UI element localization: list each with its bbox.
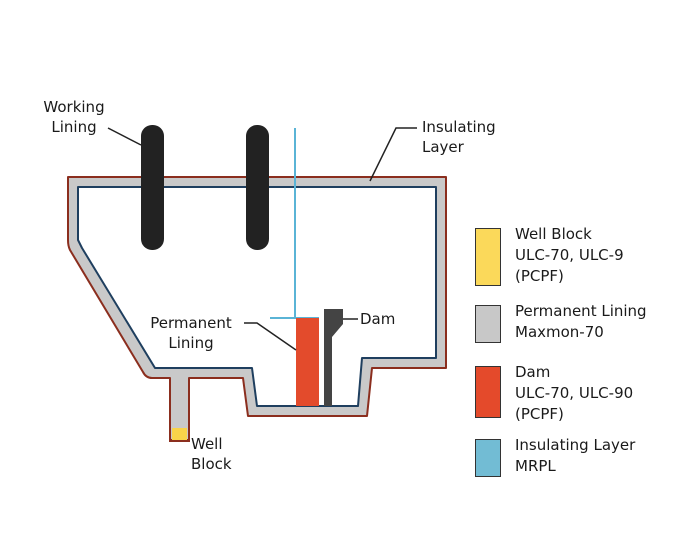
working-lining-bar-left xyxy=(141,125,164,250)
inner-cavity xyxy=(77,186,437,407)
leader-insulating-layer xyxy=(369,127,417,182)
legend-swatch-well-block xyxy=(475,228,501,286)
label-permanent-lining-line2: Lining xyxy=(168,334,214,352)
label-working-lining-line2: Lining xyxy=(51,118,97,136)
label-well-block: Well Block xyxy=(191,434,232,474)
dam-red xyxy=(296,318,319,406)
well-block-channel xyxy=(172,369,187,440)
legend-swatch-insulating-layer xyxy=(475,439,501,477)
legend-text: ULC-70, ULC-90 xyxy=(515,384,634,402)
label-working-lining: Working Lining xyxy=(37,97,111,137)
legend-text: (PCPF) xyxy=(515,267,564,285)
label-permanent-lining: Permanent Lining xyxy=(141,313,241,353)
working-lining-bar-right xyxy=(246,125,269,250)
legend-text: (PCPF) xyxy=(515,405,564,423)
label-well-block-line1: Well xyxy=(191,435,223,453)
legend-text: MRPL xyxy=(515,457,556,475)
dam-dark xyxy=(324,309,343,406)
label-permanent-lining-line1: Permanent xyxy=(150,314,232,332)
legend-swatch-dam xyxy=(475,366,501,418)
legend-text: Maxmon-70 xyxy=(515,323,604,341)
leader-permanent-lining xyxy=(244,322,297,351)
leader-working-lining xyxy=(107,127,142,146)
label-insulating-layer: Insulating Layer xyxy=(422,117,496,157)
label-dam: Dam xyxy=(360,310,396,328)
well-block-outline xyxy=(169,378,190,442)
legend-text: Dam xyxy=(515,363,551,381)
legend-swatch-permanent-lining xyxy=(475,305,501,343)
label-working-lining-line1: Working xyxy=(43,98,105,116)
label-insulating-layer-line2: Layer xyxy=(422,138,464,156)
legend-text: Well Block xyxy=(515,225,592,243)
legend-text: ULC-70, ULC-9 xyxy=(515,246,624,264)
label-insulating-layer-line1: Insulating xyxy=(422,118,496,136)
legend-text: Insulating Layer xyxy=(515,436,636,454)
label-well-block-line2: Block xyxy=(191,455,232,473)
legend-text: Permanent Lining xyxy=(515,302,647,320)
well-block xyxy=(172,428,187,440)
